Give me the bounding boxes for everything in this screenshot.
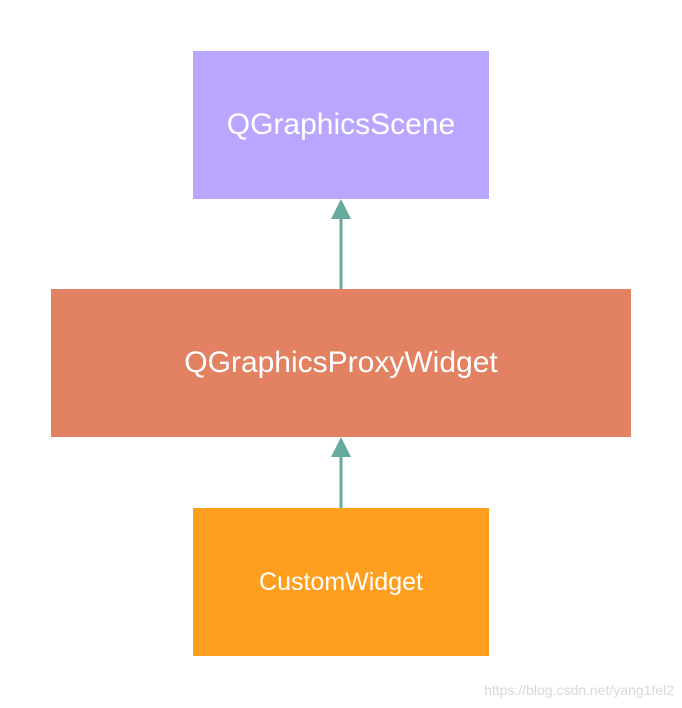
qgraphicsscene-label: QGraphicsScene: [226, 108, 456, 141]
qgraphicsproxywidget-node: QGraphicsProxyWidget: [51, 289, 631, 437]
customwidget-label: CustomWidget: [259, 567, 423, 596]
proxy-to-scene-arrow-head: [331, 199, 351, 219]
customwidget-node: CustomWidget: [193, 508, 489, 656]
qgraphicsproxywidget-label: QGraphicsProxyWidget: [184, 346, 498, 379]
custom-to-proxy-arrow-head: [331, 437, 351, 457]
qgraphicsscene-node: QGraphicsScene: [193, 51, 489, 199]
watermark-text: https://blog.csdn.net/yang1fel2: [484, 682, 674, 698]
